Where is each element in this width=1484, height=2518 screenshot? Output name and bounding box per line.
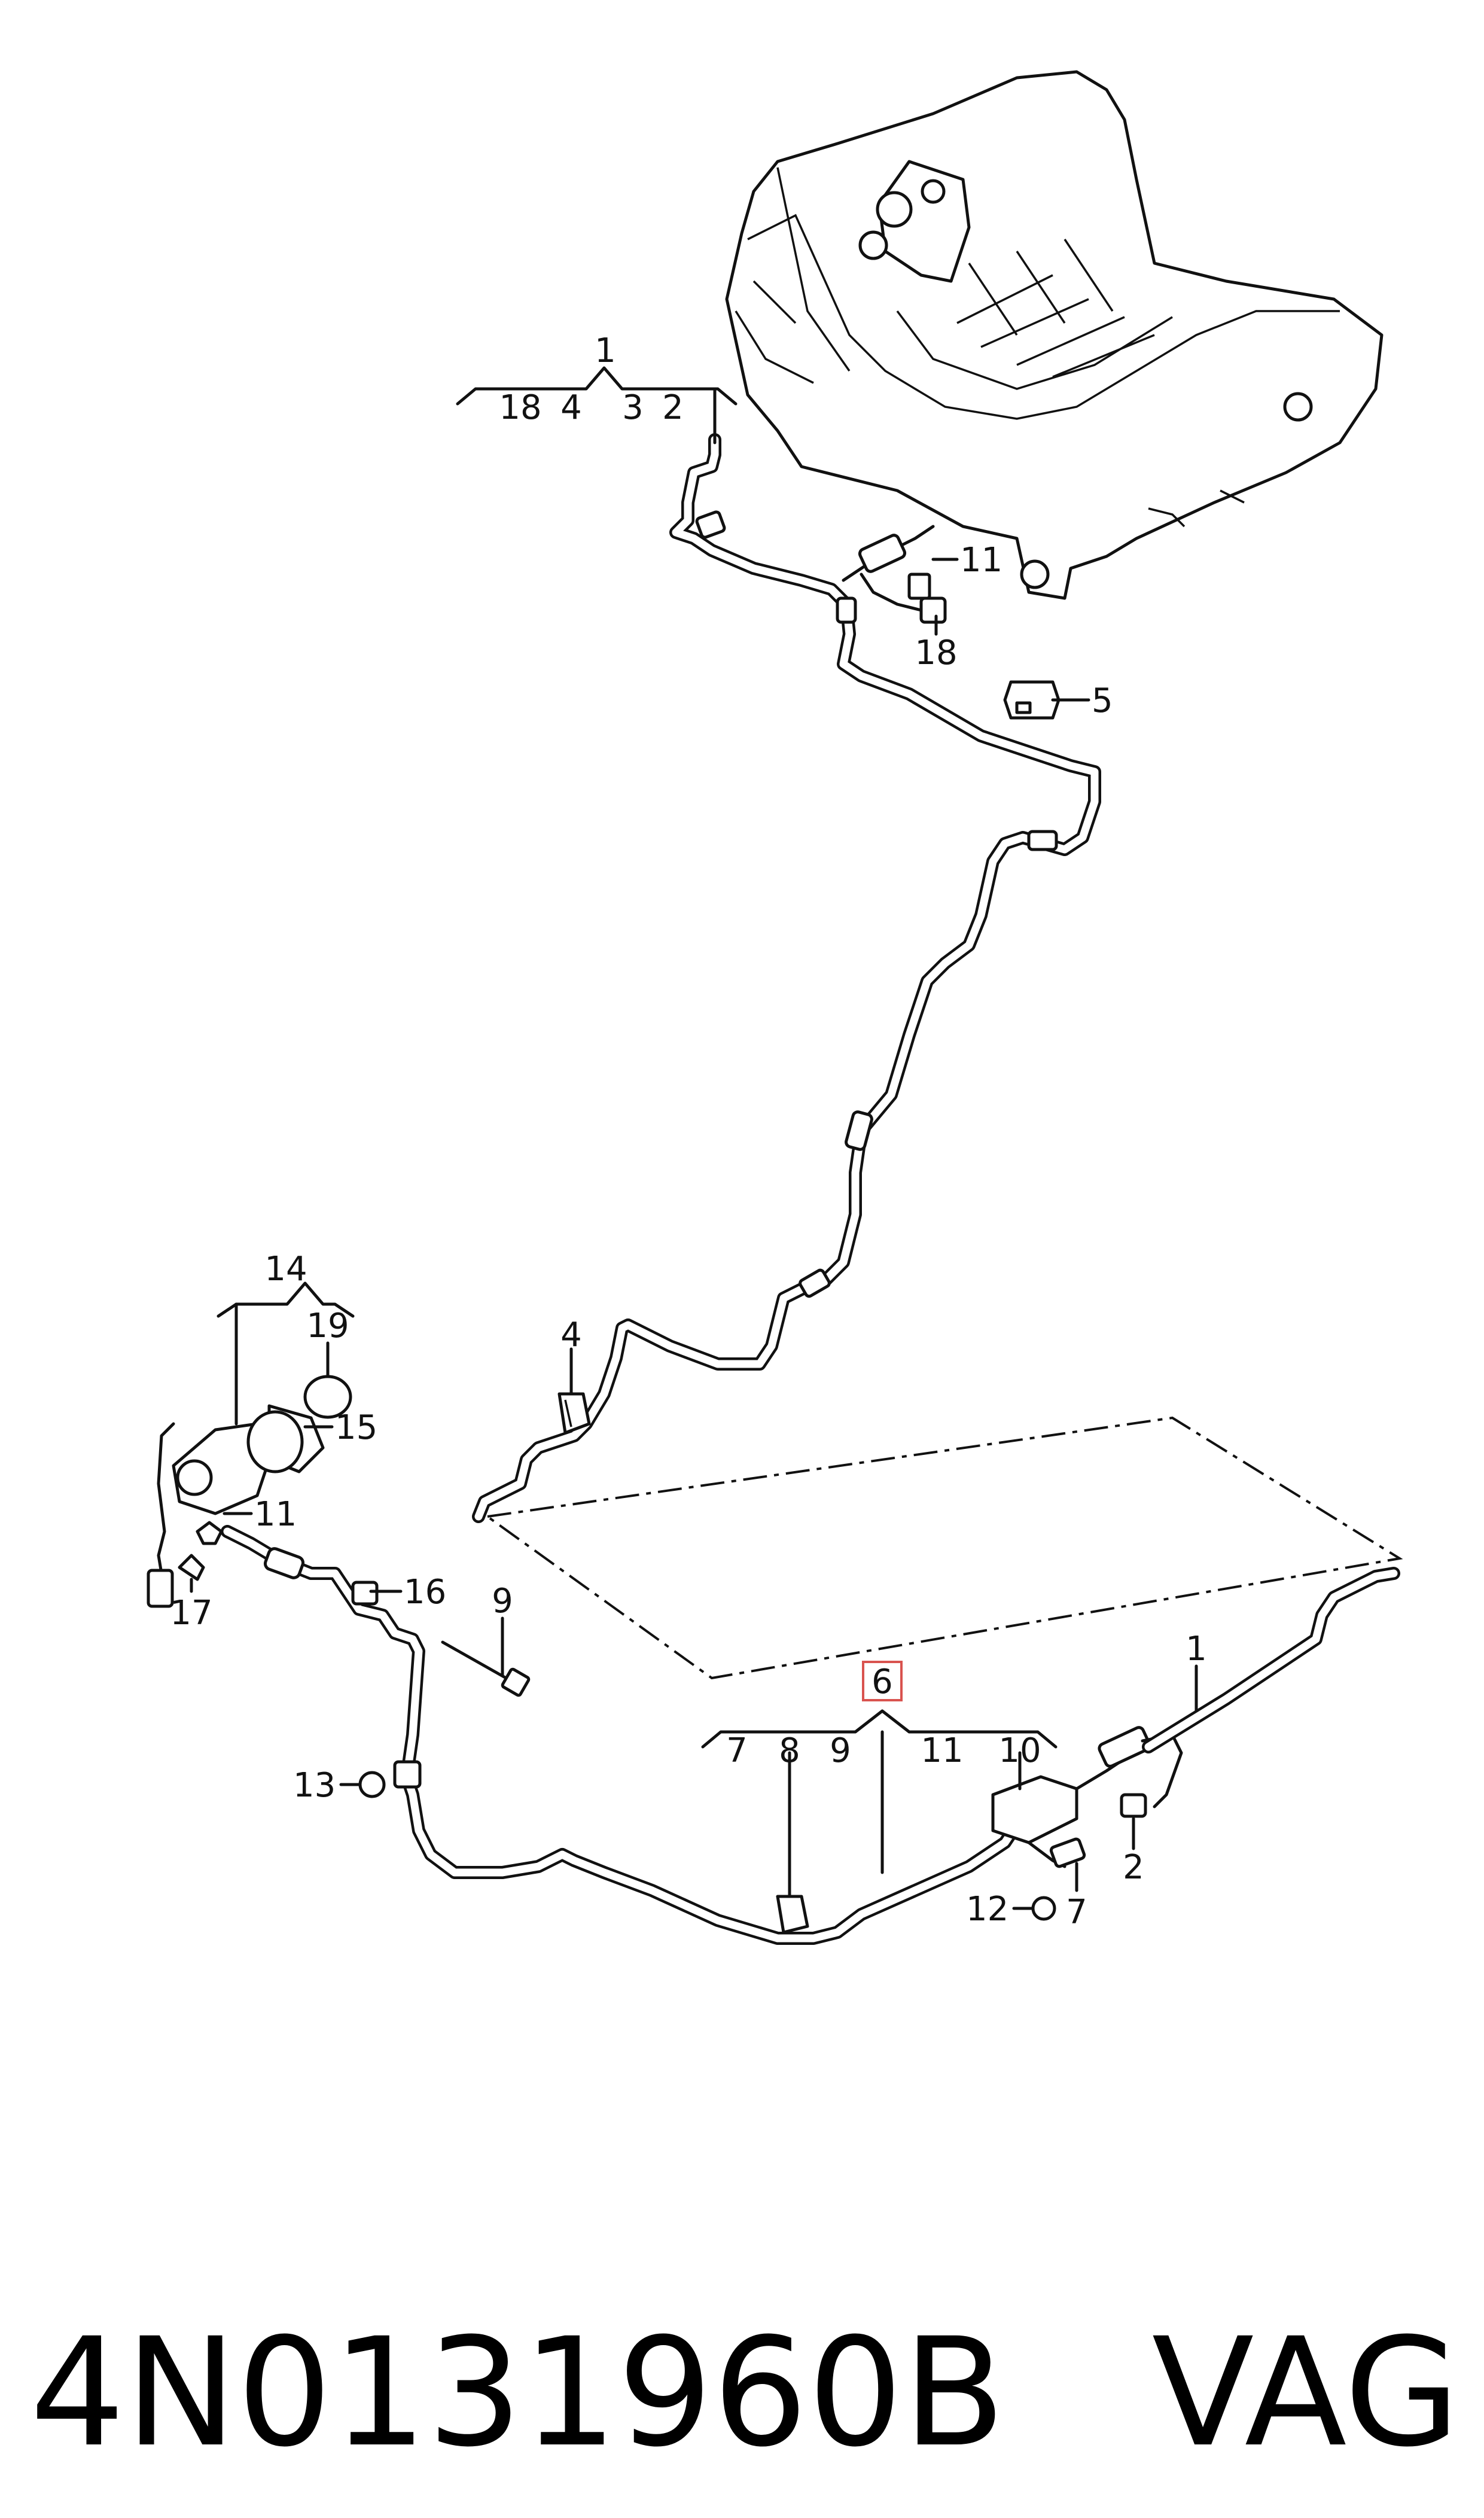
control-module — [991, 1726, 1183, 1921]
callout-clamp: 15 — [335, 1408, 377, 1447]
callout-group-top-item: 3 — [622, 388, 644, 427]
sensor-assembly-top — [842, 525, 947, 624]
fuel-tank — [725, 70, 1384, 600]
leaders — [190, 366, 1198, 1910]
callout-group-top-number: 1 — [595, 331, 616, 370]
callout-nut-12: 12 — [966, 1890, 1008, 1929]
callout-bracket-right: 5 — [1092, 681, 1113, 720]
pump-outlet-line — [221, 1525, 1023, 1945]
callout-group-top-item: 18 — [499, 388, 541, 427]
callout-group-top-item: 4 — [560, 388, 582, 427]
callout-nut-13: 13 — [293, 1766, 336, 1805]
callout-clip-top: 11 — [960, 541, 1002, 580]
callout-group-bottom-item: 10 — [998, 1731, 1041, 1770]
part-number: 4N0131960B — [30, 2306, 1005, 2480]
callout-group-bottom-number: 6 — [871, 1663, 893, 1701]
callout-clip-pump: 11 — [254, 1495, 297, 1534]
callout-group-top-item: 2 — [662, 388, 684, 427]
clip-4 — [557, 1392, 591, 1435]
callout-connector-7: 7 — [1066, 1893, 1087, 1932]
fuel-line — [472, 433, 1101, 1523]
callout-group-pump-item: 19 — [306, 1307, 349, 1345]
pump-assembly — [147, 1375, 352, 1608]
bracket-5 — [1003, 680, 1061, 720]
callout-group-bottom-item: 9 — [830, 1731, 851, 1770]
callout-clip-mid: 4 — [560, 1316, 582, 1354]
callout-sensor-top: 18 — [915, 634, 957, 672]
nut-13 — [358, 1771, 386, 1798]
dashed-outline — [484, 1416, 1403, 1680]
callout-line-1: 1 — [1186, 1630, 1207, 1668]
callout-group-bottom-item: 11 — [921, 1731, 963, 1770]
brand-label: VAG — [1151, 2306, 1460, 2480]
clip-8 — [776, 1895, 809, 1934]
callout-group-bottom-item: 8 — [779, 1731, 800, 1770]
callout-clip-16: 16 — [404, 1573, 446, 1612]
callout-group-bottom-item: 7 — [726, 1731, 748, 1770]
callout-connector-2: 2 — [1123, 1848, 1144, 1887]
callout-bolt: 9 — [492, 1582, 513, 1621]
callout-connector-pump: 17 — [170, 1594, 212, 1633]
callout-group-pump-number: 14 — [264, 1250, 307, 1289]
callout-labels: 1 18 4 3 2 11 18 5 4 14 19 15 11 17 16 9… — [170, 331, 1206, 1932]
bolt-9 — [441, 1640, 531, 1697]
callout-6-highlight — [862, 1661, 903, 1701]
